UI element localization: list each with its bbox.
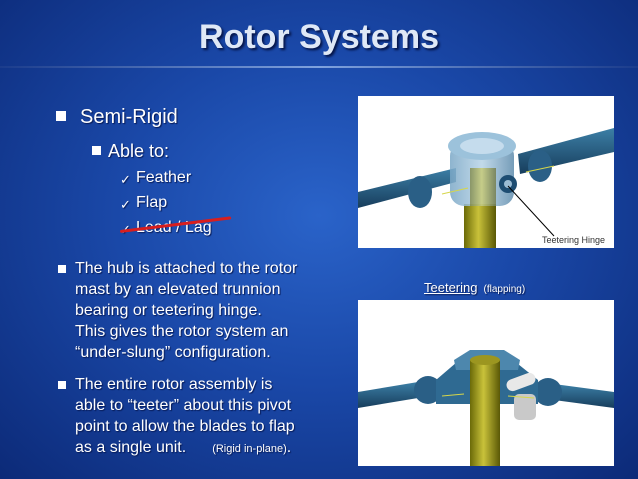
teetering-hinge-label: Teetering Hinge bbox=[542, 235, 606, 245]
square-bullet-icon bbox=[58, 381, 66, 389]
image-caption: Teetering(flapping) bbox=[424, 280, 526, 295]
rotor-hub-image bbox=[358, 96, 614, 248]
title-divider bbox=[0, 66, 638, 68]
item-feather: Feather bbox=[136, 169, 192, 186]
square-bullet-icon bbox=[92, 146, 101, 155]
para1-line4: This gives the rotor system an bbox=[75, 323, 289, 340]
item-flap: Flap bbox=[136, 194, 168, 211]
para1-line2: mast by an elevated trunnion bbox=[75, 281, 281, 298]
checkmark-icon: ✓ bbox=[120, 197, 131, 212]
square-bullet-icon bbox=[56, 111, 66, 121]
teetering-rotor-image bbox=[358, 300, 614, 466]
slide-title: Rotor Systems bbox=[199, 18, 439, 56]
para2-line2: able to “teeter” about this pivot bbox=[75, 397, 292, 414]
bullet-semi-rigid: Semi-Rigid bbox=[80, 106, 178, 128]
para2-line3: point to allow the blades to flap bbox=[75, 418, 295, 435]
para2-line1: The entire rotor assembly is bbox=[75, 376, 273, 393]
checkmark-icon: ✓ bbox=[120, 172, 131, 187]
para2-line4: as a single unit.(Rigid in-plane). bbox=[75, 439, 292, 456]
para1-line1: The hub is attached to the rotor bbox=[75, 260, 298, 277]
square-bullet-icon bbox=[58, 265, 66, 273]
para1-line5: “under-slung” configuration. bbox=[75, 344, 271, 361]
para1-line3: bearing or teetering hinge. bbox=[75, 302, 262, 319]
bullet-able-to: Able to: bbox=[108, 141, 170, 161]
